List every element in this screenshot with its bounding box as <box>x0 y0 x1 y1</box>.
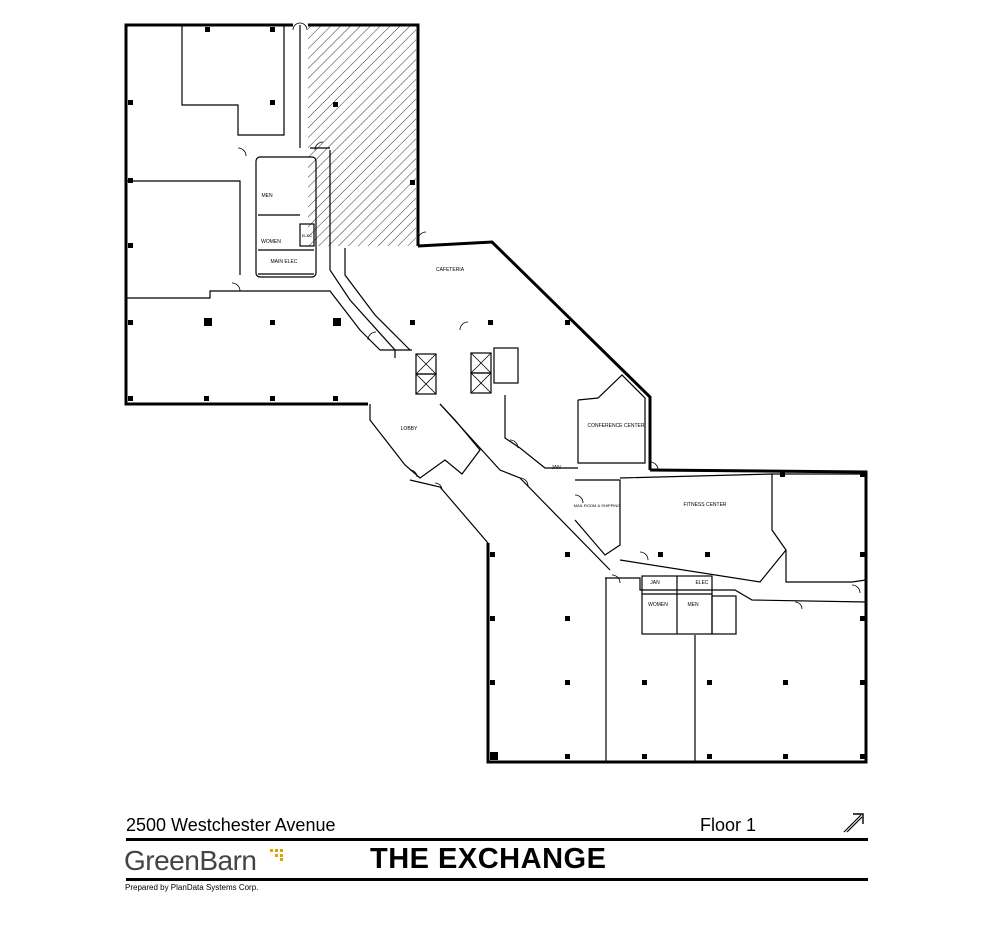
room-label-women-east: WOMEN <box>648 602 668 608</box>
room-label-elec-west: ELEC <box>302 233 313 238</box>
room-label-mail-room: MAIL ROOM & SHIPPING <box>574 503 621 508</box>
room-label-men-east: MEN <box>687 602 699 608</box>
north-arrow-icon <box>843 813 864 833</box>
conference-wall <box>577 374 646 464</box>
stair <box>711 595 737 635</box>
corridor-wall <box>504 395 578 469</box>
room-label-women-west: WOMEN <box>261 239 281 245</box>
brand-logo: GreenBarn <box>124 845 257 876</box>
brand-mark-icon <box>270 849 283 861</box>
partition <box>785 550 867 583</box>
partition <box>126 180 241 275</box>
room-label-main-elec: MAIN ELEC <box>271 259 298 265</box>
elec-closet <box>299 223 315 247</box>
room-label-men-west: MEN <box>261 193 273 199</box>
elevator <box>415 373 437 395</box>
east-wing-wall <box>486 468 868 764</box>
lobby-wall <box>409 479 489 544</box>
fitness-wall <box>619 473 787 583</box>
room-label-lobby: LOBBY <box>401 426 418 432</box>
corridor-wall <box>605 577 867 603</box>
stair <box>493 347 519 384</box>
floor-plan: MEN WOMEN ELEC MAIN ELEC CAFETERIA CONFE… <box>124 22 868 764</box>
partition <box>126 290 240 299</box>
core-west <box>255 156 317 278</box>
footer-rule-top <box>126 838 868 841</box>
footer-rule-bottom <box>126 878 868 881</box>
floor-label: Floor 1 <box>700 815 757 835</box>
building-title: THE EXCHANGE <box>370 843 607 875</box>
corridor-wall <box>240 290 412 351</box>
corridor-wall <box>344 248 411 351</box>
west-wing-top-wall <box>308 23 420 246</box>
room-label-jan-center: JAN <box>551 465 561 471</box>
mail-wall <box>574 479 621 556</box>
lobby-wall <box>369 403 481 479</box>
room-label-conference-center: CONFERENCE CENTER <box>588 423 645 429</box>
room-label-jan-east: JAN <box>650 580 660 586</box>
room-label-cafeteria: CAFETERIA <box>436 267 465 273</box>
cafeteria-wall <box>417 240 652 470</box>
elevator <box>470 372 492 394</box>
room-label-fitness-center: FITNESS CENTER <box>683 502 726 508</box>
room-label-elec-east: ELEC <box>695 580 708 586</box>
hatched-space <box>308 25 416 246</box>
prepared-by: Prepared by PlanData Systems Corp. <box>125 883 259 892</box>
corridor-wall <box>329 150 396 358</box>
corridor-wall <box>439 403 611 571</box>
west-wing-wall <box>124 23 368 406</box>
partition <box>181 25 285 136</box>
address: 2500 Westchester Avenue <box>126 815 336 835</box>
